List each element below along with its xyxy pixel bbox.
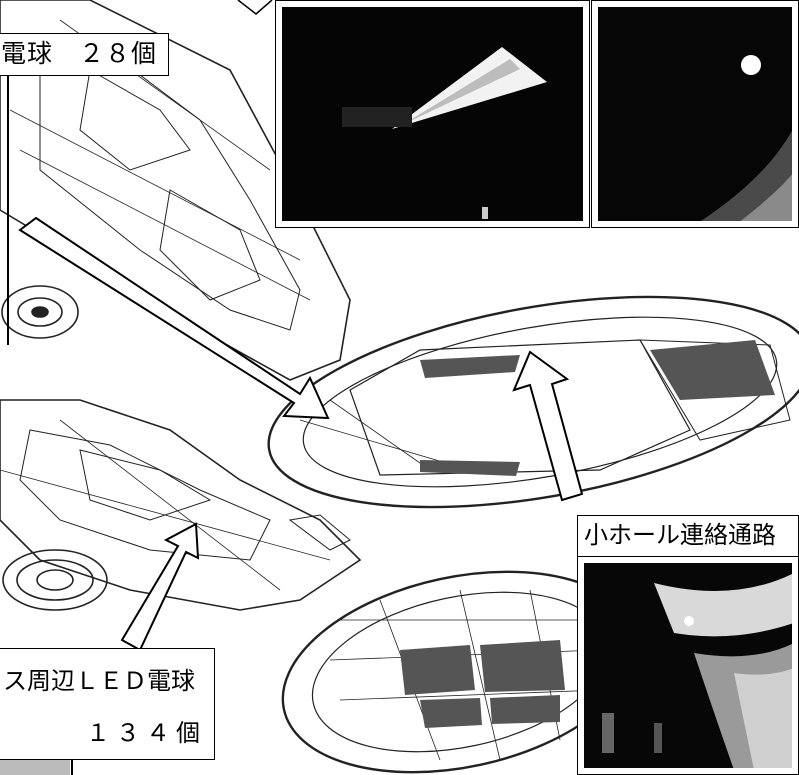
label-bottom-left: ス周辺ＬＥＤ電球 １３４個 [0, 648, 215, 760]
photo-corridor [577, 556, 799, 775]
label-top-left-count-text: 電球 ２８個 [1, 39, 158, 68]
lower-seating [400, 640, 565, 728]
photo-spotlight-top-right [591, 0, 799, 228]
label-bottom-left-name: ス周辺ＬＥＤ電球 [3, 667, 195, 695]
label-top-left-count: 電球 ２８個 [0, 33, 169, 76]
label-right-corridor-text: 小ホール連絡通路 [584, 521, 776, 549]
upper-oval-hall [267, 295, 799, 509]
round-room-lower [2, 549, 108, 611]
corner-patch [0, 758, 70, 775]
label-bottom-left-count: １３４個 [86, 719, 206, 747]
lower-wing [0, 399, 362, 611]
ceiling-light [741, 55, 761, 75]
arrow-lower-label-to-wing [120, 522, 200, 652]
arrow-upper-wing-to-hall [18, 216, 330, 420]
pointer-line-top [237, 0, 273, 15]
upper-seating [420, 340, 775, 476]
arrow-up-hall [512, 350, 584, 502]
photo-spotlight-top-left [275, 0, 590, 228]
round-room-upper [1, 285, 79, 339]
label-right-corridor: 小ホール連絡通路 [577, 515, 799, 557]
